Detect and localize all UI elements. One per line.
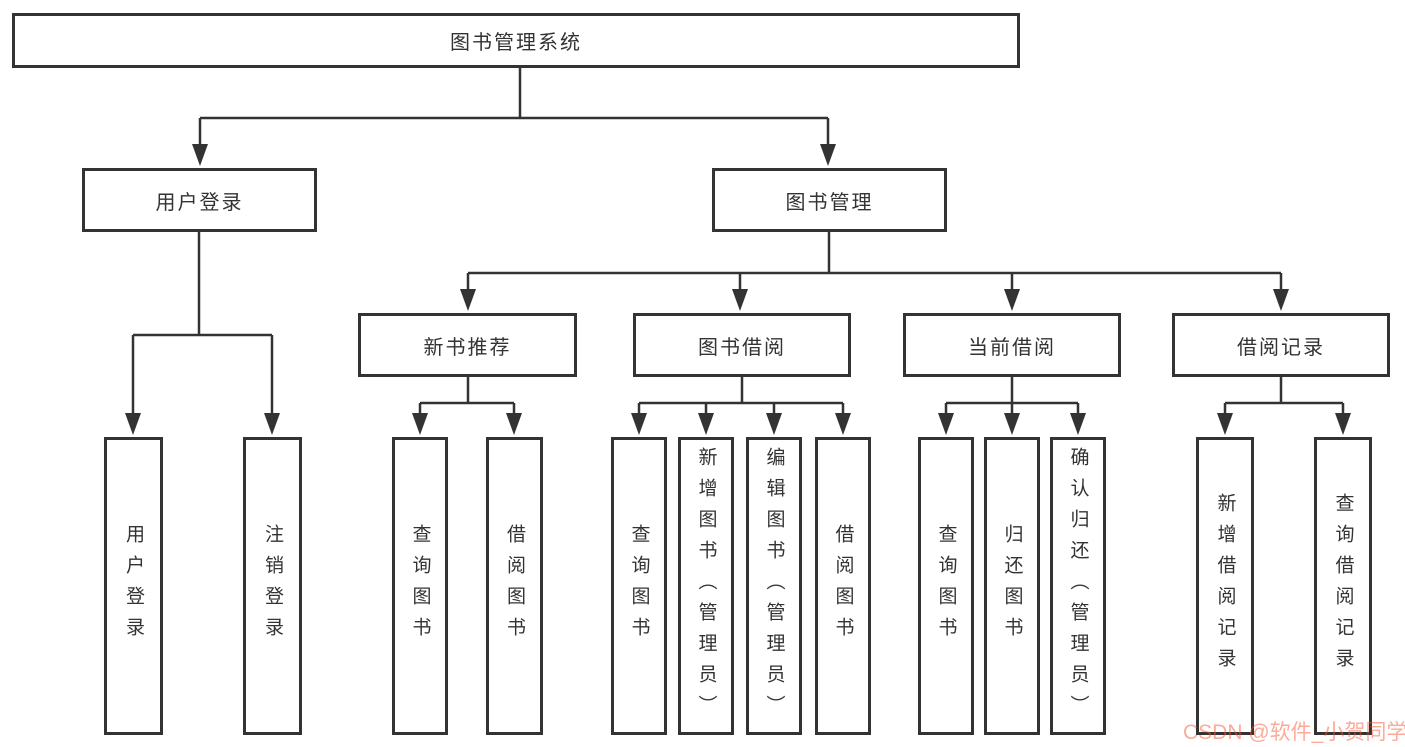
node-leaf-query-borrow-record: 查询借阅记录	[1314, 437, 1372, 735]
node-label: 注销登录	[262, 524, 283, 648]
node-label: 借阅图书	[504, 524, 525, 648]
node-leaf-add-book-admin: 新增图书（管理员）	[678, 437, 734, 735]
node-label: 查询图书	[935, 524, 957, 648]
node-label: 借阅记录	[1237, 336, 1325, 359]
node-new-book-recommend: 新书推荐	[358, 313, 577, 377]
node-book-borrow: 图书借阅	[633, 313, 851, 377]
node-label: 图书管理系统	[450, 32, 582, 54]
node-label: 归还图书	[1001, 524, 1023, 648]
node-leaf-return-book: 归还图书	[984, 437, 1040, 735]
node-user-login: 用户登录	[82, 168, 317, 232]
node-label: 用户登录	[155, 191, 244, 214]
node-label: 图书借阅	[698, 336, 786, 359]
node-label: 查询图书	[409, 524, 431, 648]
node-leaf-query-book-2: 查询图书	[611, 437, 667, 735]
node-leaf-borrow-book-2: 借阅图书	[815, 437, 871, 735]
node-label: 新书推荐	[423, 336, 512, 359]
node-library-management-system: 图书管理系统	[12, 13, 1020, 68]
arrowheads	[125, 144, 1351, 435]
node-leaf-query-book-1: 查询图书	[392, 437, 448, 735]
node-leaf-edit-book-admin: 编辑图书（管理员）	[746, 437, 802, 735]
node-leaf-confirm-return-admin: 确认归还（管理员）	[1050, 437, 1106, 735]
node-label: 确认归还（管理员）	[1067, 446, 1089, 726]
node-label: 新增借阅记录	[1214, 493, 1236, 679]
node-book-management: 图书管理	[712, 168, 947, 232]
node-leaf-user-login: 用户登录	[104, 437, 163, 735]
node-current-borrow: 当前借阅	[903, 313, 1121, 377]
node-borrow-records: 借阅记录	[1172, 313, 1390, 377]
node-label: 借阅图书	[832, 524, 854, 648]
node-leaf-borrow-book-1: 借阅图书	[486, 437, 543, 735]
node-label: 新增图书（管理员）	[695, 446, 717, 726]
node-label: 编辑图书（管理员）	[763, 446, 785, 726]
node-label: 查询图书	[628, 524, 650, 648]
node-label: 查询借阅记录	[1332, 493, 1354, 679]
node-label: 用户登录	[123, 524, 144, 648]
node-leaf-add-borrow-record: 新增借阅记录	[1196, 437, 1254, 735]
csdn-watermark: CSDN @软件_小贺同学	[1183, 721, 1405, 744]
node-label: 图书管理	[785, 191, 874, 214]
node-label: 当前借阅	[968, 336, 1056, 359]
node-leaf-logout: 注销登录	[243, 437, 302, 735]
node-leaf-query-book-3: 查询图书	[918, 437, 974, 735]
